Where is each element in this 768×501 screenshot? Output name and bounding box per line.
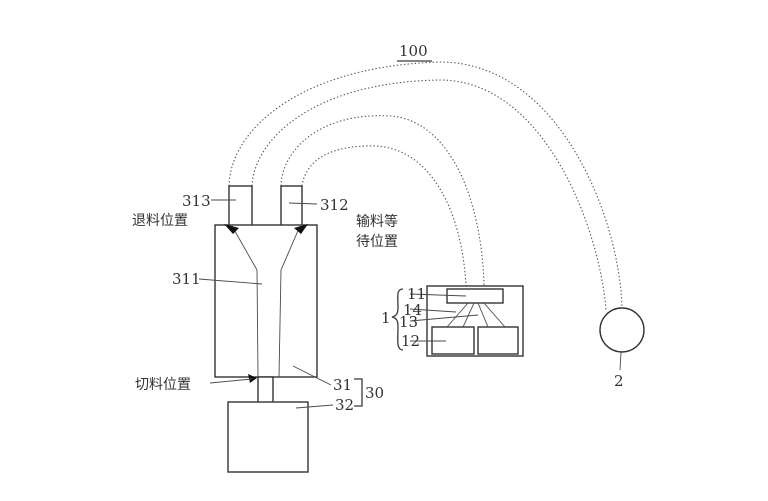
position-arrows	[224, 224, 308, 383]
diverter-13	[446, 302, 506, 328]
label-retreat-position: 退料位置	[132, 213, 188, 229]
chamber-12-right	[477, 326, 519, 355]
label-31: 31	[333, 376, 352, 394]
label-2: 2	[614, 372, 624, 390]
y-channel	[231, 225, 301, 378]
label-feed-wait-line2: 待位置	[356, 234, 398, 250]
inner-hose	[280, 115, 485, 287]
label-cut-position: 切料位置	[135, 377, 191, 393]
chamber-12-left	[431, 326, 475, 355]
label-11: 11	[407, 285, 426, 303]
label-32: 32	[335, 396, 354, 414]
bracket-30	[354, 378, 363, 407]
label-311: 311	[172, 270, 201, 288]
brace-1	[391, 288, 404, 351]
shaft	[257, 376, 274, 405]
outer-hose	[228, 61, 623, 311]
label-13: 13	[399, 313, 418, 331]
label-14: 14	[403, 301, 422, 319]
label-312: 312	[320, 196, 349, 214]
cut-arrow-line	[209, 378, 253, 384]
element-11	[446, 288, 504, 304]
label-feed-wait-line1: 输料等	[356, 213, 398, 230]
block-32	[227, 401, 309, 473]
sphere-2	[599, 307, 645, 353]
label-1: 1	[381, 309, 391, 327]
figure-number: 100	[399, 42, 428, 60]
port-312	[280, 185, 303, 227]
label-12: 12	[401, 332, 420, 350]
distributor-body-311	[214, 224, 318, 378]
leader-lines	[198, 199, 622, 409]
label-30: 30	[365, 384, 384, 402]
port-313	[228, 185, 253, 227]
label-313: 313	[182, 192, 211, 210]
